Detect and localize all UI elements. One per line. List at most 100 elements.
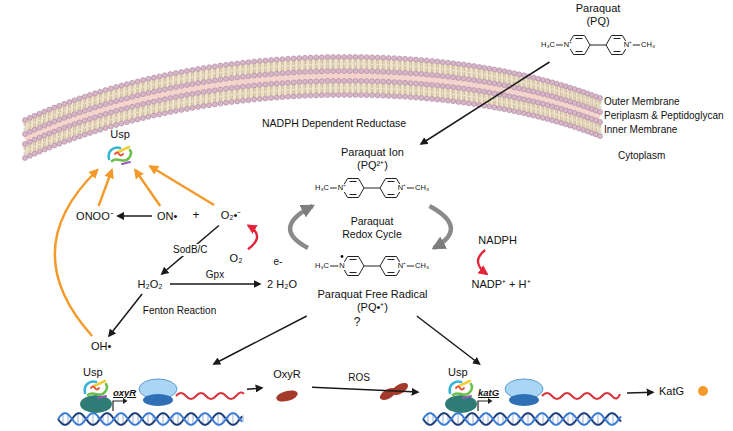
ribosome (505, 379, 543, 406)
layer-label: Periplasm & Peptidoglycan (604, 110, 724, 122)
lipid-head (263, 58, 268, 63)
lipid-head (235, 99, 240, 104)
lipid-head (424, 82, 429, 87)
lipid-tail (180, 98, 181, 102)
lipid-tail (595, 128, 596, 132)
lipid-tail (253, 69, 254, 73)
lipid-head (375, 69, 380, 74)
lipid-head (403, 56, 408, 61)
lipid-tail (586, 101, 587, 105)
lipid-tail (171, 82, 172, 86)
lipid-tail (427, 68, 428, 72)
lipid-head (502, 107, 507, 112)
lipid-head (93, 129, 98, 134)
lipid-tail (560, 116, 561, 120)
lipid-head (440, 98, 445, 103)
lipid-head (554, 105, 559, 110)
atom-label: CH₃ (414, 262, 430, 270)
lipid-tail (438, 64, 439, 68)
lipid-head (286, 70, 291, 75)
lipid-head (359, 79, 364, 84)
lipid-tail (186, 73, 187, 77)
lipid-tail (317, 84, 318, 88)
lipid-tail (126, 92, 127, 96)
lipid-head (446, 60, 451, 65)
lipid-head (280, 95, 285, 100)
lipid-tail (208, 94, 209, 98)
dna-base-pair (542, 413, 543, 425)
lipid-tail (238, 90, 239, 94)
lipid-head (392, 70, 397, 75)
lipid-tail (48, 112, 49, 116)
lipid-tail (58, 137, 59, 141)
lipid-head (23, 156, 28, 161)
lipid-head (446, 74, 451, 79)
lipid-head (190, 81, 195, 86)
lipid-tail (600, 125, 601, 129)
lipid-tail (459, 95, 460, 99)
lipid-tail (595, 104, 596, 108)
mrna (176, 392, 244, 399)
lipid-tail (548, 89, 549, 93)
lipid-tail (394, 85, 395, 89)
lipid-tail (464, 67, 465, 71)
lipid-tail (133, 114, 134, 118)
lipid-head (52, 119, 57, 124)
lipid-tail (478, 69, 479, 73)
lipid-tail (191, 72, 192, 76)
lipid-tail (309, 65, 310, 69)
lipid-tail (230, 72, 231, 76)
lipid-tail (28, 125, 29, 129)
lipid-head (173, 95, 178, 100)
lipid-tail (43, 114, 44, 118)
lipid-tail (557, 86, 558, 90)
lipid-tail (309, 84, 310, 88)
lipid-tail (457, 71, 458, 75)
lipid-head (536, 114, 541, 119)
lipid-tail (354, 88, 355, 92)
lipid-tail (287, 66, 288, 70)
lipid-tail (599, 130, 600, 134)
lipid-tail (564, 118, 565, 122)
lipid-tail (95, 120, 96, 124)
lipid-tail (271, 91, 272, 95)
lipid-head (146, 76, 151, 81)
lipid-tail (405, 66, 406, 70)
lipid-head (440, 60, 445, 65)
lipid-tail (147, 110, 148, 114)
lipid-tail (384, 60, 385, 64)
lipid-tail (171, 77, 172, 81)
lipid-tail (89, 121, 90, 125)
lipid-tail (495, 101, 496, 105)
lipid-tail (575, 97, 576, 101)
lipid-tail (474, 93, 475, 97)
lipid-tail (300, 66, 301, 70)
lipid-head (135, 117, 140, 122)
lipid-head (23, 142, 28, 147)
lipid-tail (242, 94, 243, 98)
lipid-tail (398, 61, 399, 65)
lipid-head (364, 79, 369, 84)
lipid-tail (70, 109, 71, 113)
lipid-tail (78, 125, 79, 129)
lipid-tail (153, 109, 154, 113)
lipid-tail (149, 110, 150, 114)
lipid-tail (50, 136, 51, 140)
lipid-head (168, 86, 173, 91)
edge-label: ROS (346, 372, 372, 384)
lipid-tail (519, 101, 520, 105)
lipid-head (235, 61, 240, 66)
lipid-tail (90, 121, 91, 125)
lipid-tail (75, 132, 76, 136)
node-title: OxyR (273, 368, 301, 381)
layer-label: Inner Membrane (604, 124, 677, 136)
arrow-connector (627, 391, 653, 393)
lipid-head (386, 93, 391, 98)
lipid-tail (367, 84, 368, 88)
lipid-head (512, 95, 517, 100)
lipid-tail (468, 97, 469, 101)
arrow-connector (478, 250, 487, 274)
lipid-tail (204, 95, 205, 99)
lipid-tail (48, 117, 49, 121)
lipid-tail (372, 65, 373, 69)
